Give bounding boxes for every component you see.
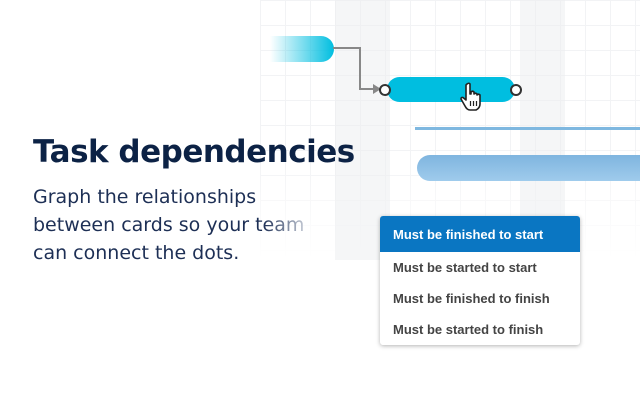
description: Graph the relationships between cards so… bbox=[33, 183, 333, 267]
task-bar[interactable] bbox=[417, 155, 640, 181]
menu-item-finished-to-finish[interactable]: Must be finished to finish bbox=[393, 291, 550, 306]
description-line: can connect the dots. bbox=[33, 242, 240, 264]
description-line: between cards so your team bbox=[33, 211, 333, 239]
menu-item-started-to-finish[interactable]: Must be started to finish bbox=[393, 322, 544, 337]
description-line: Graph the relationships bbox=[33, 186, 257, 208]
selected-task-bar[interactable] bbox=[387, 77, 515, 102]
description-text-faded: eam bbox=[262, 214, 305, 236]
end-connector-handle[interactable] bbox=[510, 84, 522, 96]
start-connector-handle[interactable] bbox=[379, 84, 391, 96]
description-text: between cards so your t bbox=[33, 214, 263, 236]
predecessor-task-bar[interactable] bbox=[270, 36, 334, 62]
page-title: Task dependencies bbox=[33, 134, 355, 170]
hand-pointer-icon bbox=[460, 82, 481, 111]
dependency-type-menu: Must be finished to start Must be starte… bbox=[380, 216, 580, 345]
menu-item-finished-to-start[interactable]: Must be finished to start bbox=[380, 216, 580, 252]
menu-item-started-to-start[interactable]: Must be started to start bbox=[393, 260, 537, 275]
task-progress-line bbox=[415, 127, 640, 130]
